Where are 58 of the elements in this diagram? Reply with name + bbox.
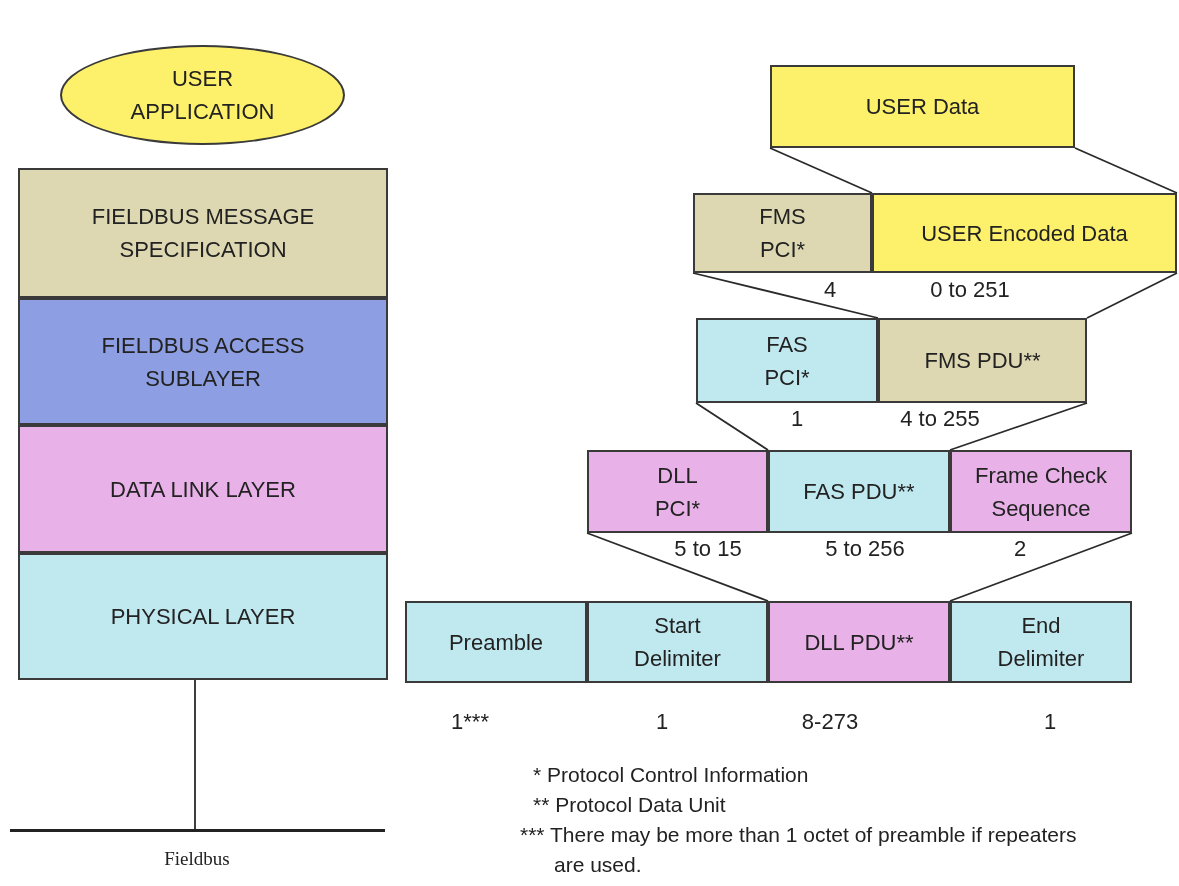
size-label: 5 to 15 xyxy=(674,536,742,562)
size-label: 1*** xyxy=(451,709,489,735)
connector-line xyxy=(586,532,769,602)
layer-box xyxy=(18,553,388,680)
size-label: 1 xyxy=(655,709,669,735)
node-label: FMS PCI* xyxy=(758,203,807,264)
node-label: End Delimiter xyxy=(996,612,1086,673)
size-label: 0 to 251 xyxy=(930,277,1010,303)
node-label: Start Delimiter xyxy=(633,612,722,673)
field-box xyxy=(693,193,872,273)
size-label: 2 xyxy=(1013,536,1027,562)
layer-box xyxy=(18,425,388,553)
connector-line xyxy=(194,679,196,830)
size-label: 5 to 256 xyxy=(825,536,905,562)
node-label: DLL PCI* xyxy=(653,461,702,523)
connector-line xyxy=(695,402,769,451)
node-label: FIELDBUS MESSAGE SPECIFICATION xyxy=(90,203,316,264)
field-box xyxy=(405,601,587,683)
field-box xyxy=(696,318,878,403)
bus-label: Fieldbus xyxy=(164,848,230,870)
field-box xyxy=(950,450,1132,533)
size-label: 4 to 255 xyxy=(900,406,980,432)
layer-box xyxy=(18,168,388,298)
field-box xyxy=(768,601,950,683)
node-label: USER APPLICATION xyxy=(129,65,276,126)
connector-line xyxy=(949,402,1088,451)
node-label: USER Data xyxy=(865,93,980,121)
footnote: ** Protocol Data Unit xyxy=(533,792,727,818)
size-label: 1 xyxy=(1043,709,1057,735)
node-label: FAS PCI* xyxy=(763,330,811,392)
node-label: DATA LINK LAYER xyxy=(110,475,296,504)
node-label: Preamble xyxy=(448,628,544,657)
field-box xyxy=(872,193,1177,273)
footnote: *** There may be more than 1 octet of preamble if repeaters are used. xyxy=(520,822,1078,879)
field-box xyxy=(950,601,1132,683)
field-box xyxy=(587,450,768,533)
field-box xyxy=(768,450,950,533)
size-label: 4 xyxy=(823,277,837,303)
connector-line xyxy=(692,272,879,319)
node-label: Frame Check Sequence xyxy=(973,461,1108,523)
layer-box xyxy=(18,298,388,425)
node-label: USER Encoded Data xyxy=(921,219,1128,248)
node-label: DLL PDU** xyxy=(804,628,914,657)
bus-line xyxy=(10,829,385,832)
node-label: FIELDBUS ACCESS SUBLAYER xyxy=(100,331,306,393)
connector-line xyxy=(1074,147,1178,194)
connector-line xyxy=(949,532,1133,602)
field-box xyxy=(878,318,1087,403)
footnote: * Protocol Control Information xyxy=(533,762,810,788)
field-box xyxy=(587,601,768,683)
node-label: PHYSICAL LAYER xyxy=(110,603,296,631)
data-box xyxy=(770,65,1075,148)
node-label: FMS PDU** xyxy=(924,347,1041,375)
size-label: 1 xyxy=(790,406,804,432)
node-label: FAS PDU** xyxy=(803,478,915,506)
connector-line xyxy=(1086,272,1178,319)
size-label: 8-273 xyxy=(801,709,859,735)
connector-line xyxy=(769,147,873,194)
